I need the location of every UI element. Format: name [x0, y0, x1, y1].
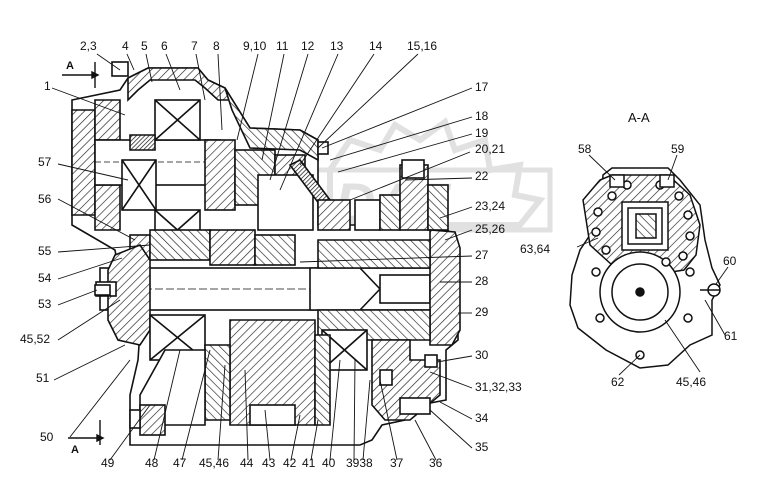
callout-label: 58 — [578, 142, 592, 156]
callout-label: 63,64 — [520, 242, 551, 256]
section-view-title: A-A — [628, 110, 650, 125]
section-view-aa — [569, 167, 721, 369]
callout-label: 53 — [38, 297, 52, 311]
callout-label: 6 — [161, 39, 168, 53]
callout-label: 43 — [262, 456, 276, 470]
callout-label: 61 — [724, 329, 738, 343]
callout-label: 42 — [283, 456, 297, 470]
main-housing — [71, 61, 461, 446]
callout-label: 12 — [301, 39, 315, 53]
callout-label: 25,26 — [475, 222, 506, 236]
callout-label: 5 — [141, 39, 148, 53]
callout-label: 57 — [38, 155, 52, 169]
callout-label: 2,3 — [80, 39, 97, 53]
callout-label: 37 — [390, 456, 404, 470]
callout-label: 8 — [213, 39, 220, 53]
callout-label: 55 — [38, 244, 52, 258]
callout-label: 49 — [101, 456, 115, 470]
callout-label: 29 — [475, 305, 489, 319]
callout-label: 22 — [475, 169, 489, 183]
callout-label: 7 — [191, 39, 198, 53]
callout-label: 47 — [173, 456, 187, 470]
section-mark-top: A — [66, 60, 74, 72]
section-cut-line — [62, 62, 105, 445]
callout-label: 40 — [322, 456, 336, 470]
callout-label: 36 — [429, 456, 443, 470]
callout-label: 56 — [38, 192, 52, 206]
callout-label: 34 — [475, 411, 489, 425]
callout-label: 31,32,33 — [475, 380, 522, 394]
section-mark-bottom: A — [71, 444, 79, 456]
callout-label: 1 — [44, 79, 51, 93]
callout-label: 45,46 — [676, 375, 707, 389]
callout-label: 15,16 — [407, 39, 438, 53]
callout-label: 50 — [40, 430, 54, 444]
callout-label: 20,21 — [475, 142, 506, 156]
callout-label: 59 — [671, 142, 685, 156]
callout-label: 3938 — [346, 456, 373, 470]
callout-label: 44 — [240, 456, 254, 470]
callout-label: 19 — [475, 126, 489, 140]
callout-label: 41 — [302, 456, 316, 470]
callout-label: 28 — [475, 274, 489, 288]
callout-label: 48 — [145, 456, 159, 470]
callout-label: 4 — [122, 39, 129, 53]
leader-lines — [51, 53, 729, 461]
callout-label: 9,10 — [243, 39, 267, 53]
callout-label: 51 — [36, 371, 50, 385]
callout-label: 45,52 — [20, 332, 51, 346]
callout-label: 62 — [611, 375, 625, 389]
callout-label: 60 — [723, 254, 737, 268]
callout-label: 18 — [475, 109, 489, 123]
callout-label: 27 — [475, 248, 489, 262]
callout-label: 45,46 — [199, 456, 230, 470]
callout-label: 30 — [475, 348, 489, 362]
callout-label: 35 — [475, 440, 489, 454]
callout-label: 14 — [369, 39, 383, 53]
callout-label: 17 — [475, 80, 489, 94]
callout-label: 23,24 — [475, 199, 506, 213]
callout-label: 54 — [38, 271, 52, 285]
callout-label: 11 — [276, 39, 289, 53]
callout-label: 13 — [330, 39, 344, 53]
